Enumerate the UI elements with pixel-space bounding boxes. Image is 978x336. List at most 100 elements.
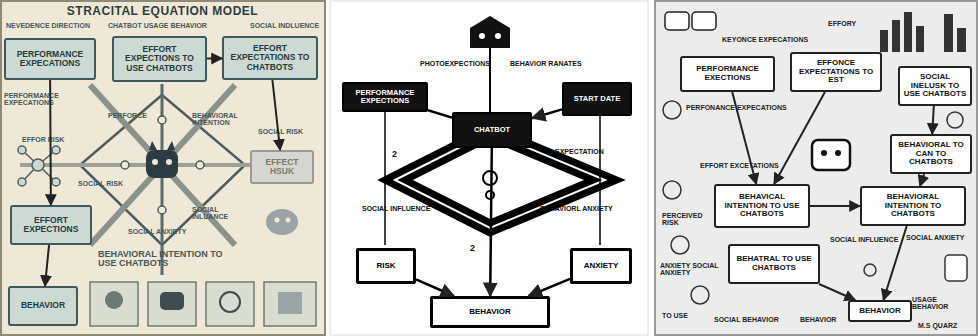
annotation-label: EXPECTATION (555, 148, 604, 155)
annotation-label: NEVEDENCE DIRECTION (6, 22, 90, 29)
node-text: START DATE (574, 95, 620, 103)
network-leaf (52, 146, 60, 154)
node-box: RISK (356, 248, 416, 284)
icon-tile (264, 282, 316, 326)
robot-face (692, 12, 716, 30)
face-sketch (671, 236, 689, 254)
node-text: BEHAVIOR (469, 308, 511, 317)
tower-line (489, 40, 491, 112)
face-icon (220, 292, 240, 312)
annotation-label: USAGE BEHAVIOR (912, 296, 972, 311)
annotation-label: CHATBOT USAGE BEHAVIOR (108, 22, 207, 29)
icon-tile (206, 282, 254, 326)
face-icon (105, 291, 123, 309)
node-box: BEHATRAL TO USE CHATBOTS (728, 244, 820, 284)
network-hub (32, 159, 44, 171)
annotation-label: KEYONCE EXPECATIONS (722, 36, 808, 43)
node-box: BEHAVIOR (8, 286, 78, 326)
annotation-label: PERFORMANCE EXPECATIONS (4, 92, 84, 107)
chatbot-eye (152, 159, 158, 165)
annotation-label: SOCIAL ANXIETY (128, 228, 186, 235)
node-box: BEHAVIORAL TO CAN TO CHATBOTS (890, 134, 972, 174)
annotation-label: BEHAVIORAL INTENTION TO USE CHATBOTS (98, 250, 228, 269)
node-box: ANXIETY (570, 248, 632, 284)
face-sketch (691, 286, 709, 304)
robot-eye (495, 33, 501, 39)
node-text: CHATBOT (474, 126, 510, 134)
vertical-link (599, 116, 601, 245)
node-box: PERFORMANCE EXPECTIONS (342, 82, 428, 112)
network-leaf (18, 178, 26, 186)
panel-background (1, 1, 325, 335)
node-text: PERFORMANCE EXPECATIONS (9, 50, 91, 69)
connector-arrow (819, 284, 855, 300)
icon-tile (90, 282, 138, 326)
network-leaf (18, 146, 26, 154)
cat-eye (286, 218, 291, 223)
node-box: PERFORMANCE EXPECATIONS (4, 38, 96, 80)
junction-dot (158, 206, 166, 214)
annotation-label: ANXIETY SOCIAL ANXIETY (660, 262, 730, 277)
robot-eye (821, 150, 827, 156)
connector-arrow (532, 109, 562, 118)
connector-arrow (490, 148, 492, 296)
node-box: EFFECT HSUK (250, 150, 314, 184)
chatbot-eye (166, 159, 172, 165)
network-leaf (52, 178, 60, 186)
molecule-icon (483, 171, 497, 185)
connector-arrow (529, 279, 570, 296)
central-robot (812, 140, 850, 170)
annotation-label: PHOTOEXPECTIONS (420, 60, 490, 67)
vertical-link (384, 112, 386, 245)
annotation-label: SOCIAL INFLUENCE (362, 205, 430, 212)
node-box: BEHAVIORAL INTENTION TO CHATBOTS (860, 186, 966, 226)
annotation-label: M.S QUARZ (918, 322, 957, 329)
face-sketch (947, 112, 963, 128)
junction-dot (196, 161, 204, 169)
annotation-label: SOCIAL ANXIETY (906, 234, 964, 241)
node-box: EFFORT EXPECTIONS TO USE CHATBOTS (112, 36, 207, 82)
node-box: START DATE (562, 82, 632, 116)
network-icon (18, 146, 60, 186)
annotation-label: BEHAVIORAL INTENTION (192, 112, 252, 127)
chatbot-ear (149, 141, 157, 150)
junction-dot (121, 161, 129, 169)
annotation-label: SOCIAL INLUANCE (192, 206, 252, 221)
chart-bar (880, 30, 888, 52)
node-text: BEHAVIOR (21, 301, 65, 310)
connector-arrow (45, 245, 49, 286)
face-sketch (663, 181, 681, 199)
annotation-label: PERCEIVED RISK (662, 212, 712, 227)
molecule-icon (486, 191, 494, 199)
node-text: EFFECT HSUK (255, 158, 309, 177)
annotation-label: SOCIAL BEHAVIOR (714, 316, 779, 323)
robot-sketch (945, 255, 967, 281)
device-icon (278, 292, 302, 314)
annotation-label: BEHAVIOR RANATES (510, 60, 582, 67)
annotation-label: SOCIAL INDLUENCE (250, 22, 319, 29)
annotation-label: EFFORT EXCETATIONS (700, 162, 779, 169)
node-box: CHATBOT (452, 112, 532, 148)
node-text: EFFORT EXPECTIONS (15, 216, 87, 235)
vertical-arrow-line (161, 84, 164, 275)
annotation-label: BEHAVIOR (800, 316, 836, 323)
chart-bar (892, 20, 900, 52)
chart-bar (944, 14, 953, 52)
node-text: PERFORMANCE EXPECTIONS (347, 89, 423, 106)
annotation-label: EFFOR RISK (22, 136, 64, 143)
node-text: RISK (376, 262, 395, 271)
connector-arrow (207, 57, 222, 59)
connector-arrow (810, 205, 860, 207)
junction-dot (158, 116, 166, 124)
connector-arrow (416, 279, 454, 296)
node-text: BEHAVICAL INTENTION TO USE CHATBOTS (719, 193, 805, 219)
face-sketch (663, 101, 681, 119)
node-box: BEHAVIOR (430, 296, 550, 328)
connector-arrow (920, 174, 924, 186)
node-box: PERFORMANCE EXECTIONS (680, 56, 775, 92)
annotation-label: PERFONANCE EXPECATIONS (686, 104, 787, 111)
node-text: BEHAVIORAL TO CAN TO CHATBOTS (895, 141, 967, 167)
robot-head (470, 16, 510, 48)
node-box: BEHAVICAL INTENTION TO USE CHATBOTS (714, 184, 810, 228)
